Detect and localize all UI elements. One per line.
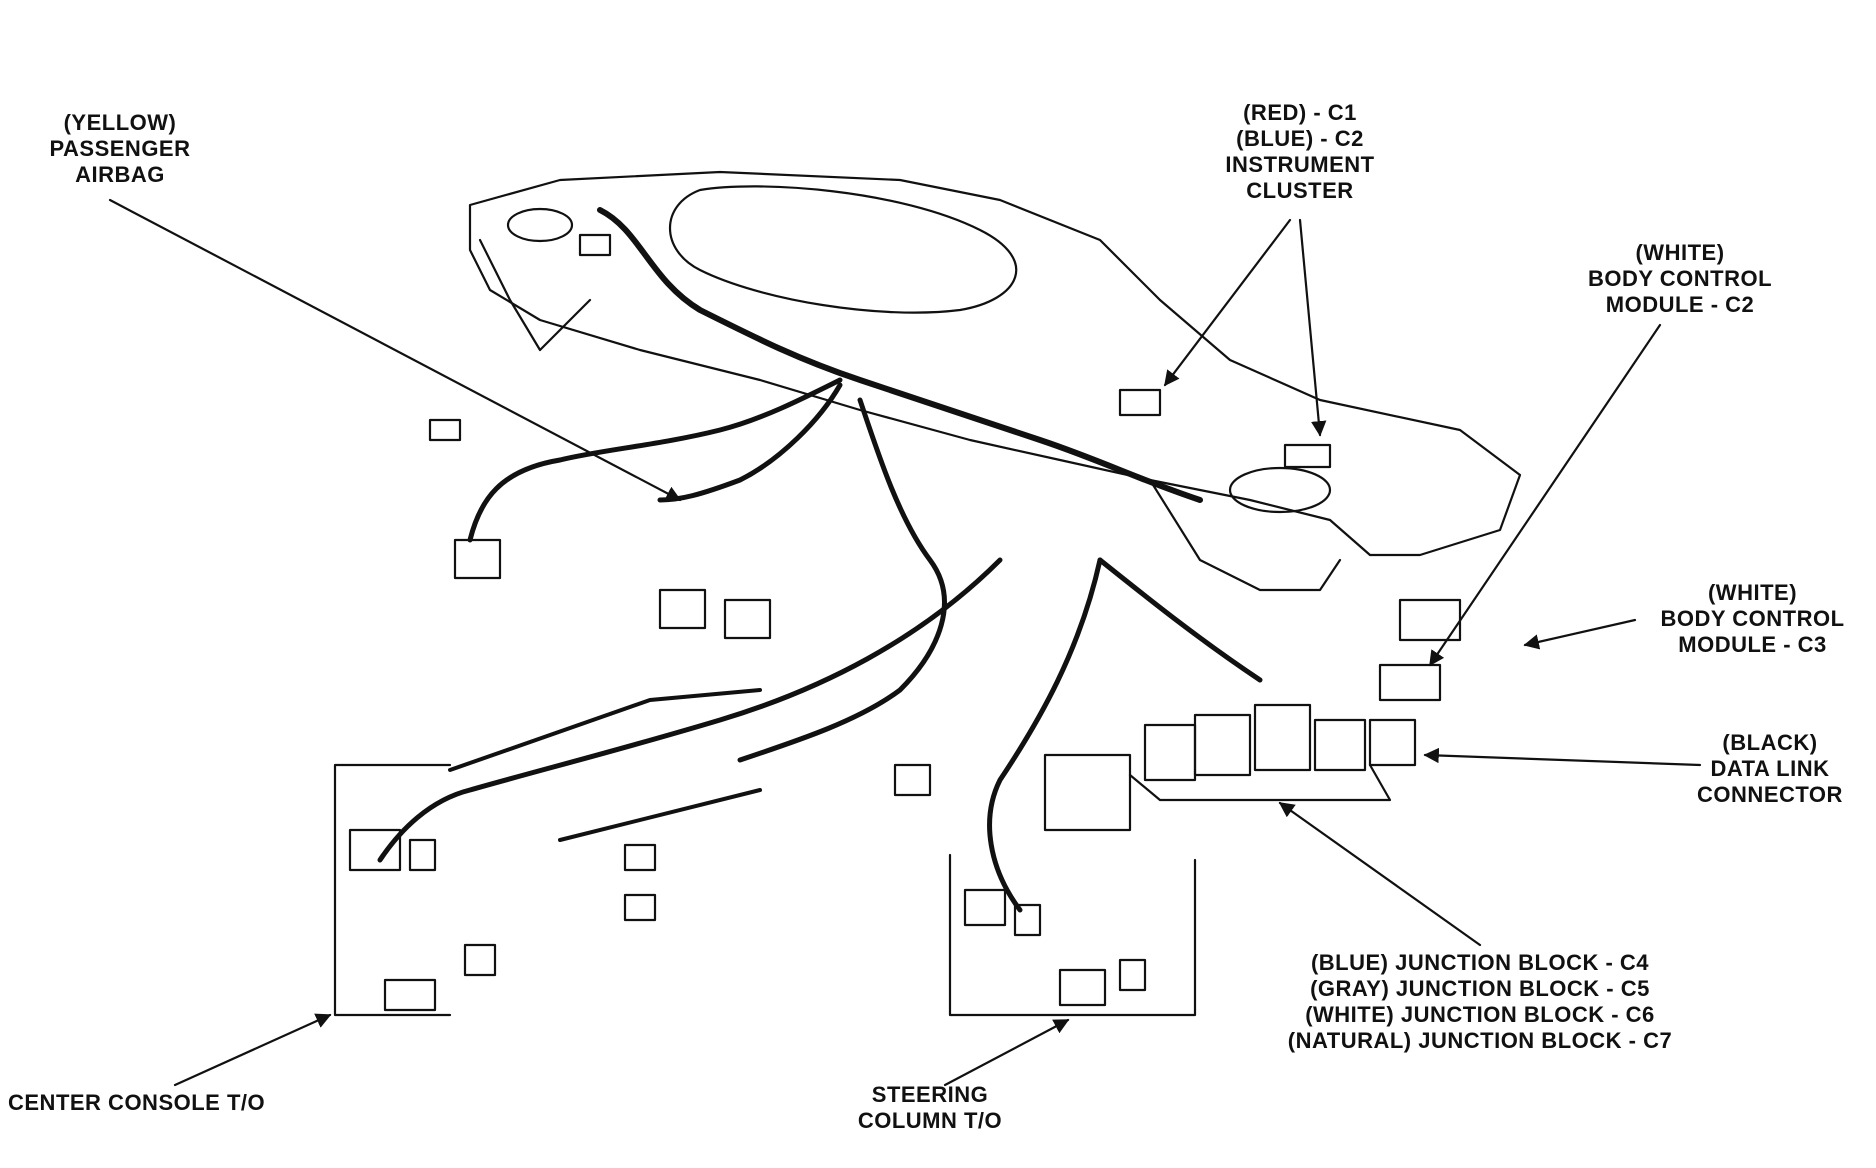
connector-block <box>623 843 657 872</box>
label-line: CONNECTOR <box>1697 782 1843 807</box>
label-steering-column: STEERING COLUMN T/O <box>830 1082 1030 1134</box>
connector-block <box>1283 443 1332 469</box>
connector-block <box>658 588 707 630</box>
gauge-opening <box>506 207 574 243</box>
label-line: BODY CONTROL <box>1587 266 1773 291</box>
leader-center-console <box>173 1013 332 1087</box>
steering-column-bracket <box>948 853 1197 1017</box>
connector-block <box>463 943 497 977</box>
label-line: CLUSTER <box>1246 178 1354 203</box>
label-line: (BLUE) - C2 <box>1236 126 1364 151</box>
leader-data-link <box>1423 747 1702 767</box>
label-line: (WHITE) <box>1707 580 1798 605</box>
connector-block <box>1253 703 1312 772</box>
label-bcm-c3: (WHITE) BODY CONTROL MODULE - C3 <box>1635 580 1870 658</box>
harness-branch-center <box>737 397 947 763</box>
connector-block <box>623 893 657 922</box>
label-line: STEERING <box>871 1082 989 1107</box>
junction-block-bracket <box>1128 763 1392 802</box>
label-line: BODY CONTROL <box>1660 606 1845 631</box>
leader-bcm-c3 <box>1523 618 1637 650</box>
label-line: MODULE - C3 <box>1678 632 1827 657</box>
label-line: (YELLOW) <box>63 110 177 135</box>
label-line: (WHITE) <box>1635 240 1725 265</box>
connector-block <box>453 538 502 580</box>
label-line: INSTRUMENT <box>1225 152 1375 177</box>
harness-branch-console <box>377 557 1003 863</box>
connector-block <box>1378 663 1442 702</box>
connector-block <box>1043 753 1132 832</box>
harness-branch-airbag <box>657 382 843 503</box>
label-line: MODULE - C2 <box>1605 292 1755 317</box>
label-line: (NATURAL) JUNCTION BLOCK - C7 <box>1287 1028 1673 1053</box>
label-line: PASSENGER <box>49 136 191 161</box>
instrument-panel-outline <box>468 170 1522 557</box>
main-harness-trunk <box>597 207 1203 503</box>
label-line: (BLUE) JUNCTION BLOCK - C4 <box>1310 950 1650 975</box>
connector-block <box>1013 903 1042 937</box>
label-data-link-connector: (BLACK) DATA LINK CONNECTOR <box>1675 730 1865 808</box>
label-line: (BLACK) <box>1722 730 1818 755</box>
harness-branch-steering <box>987 557 1103 913</box>
label-line: (GRAY) JUNCTION BLOCK - C5 <box>1310 976 1650 1001</box>
leader-junction-block <box>1278 801 1482 947</box>
lower-rail <box>448 688 762 842</box>
panel-face <box>478 238 1342 592</box>
label-center-console: CENTER CONSOLE T/O <box>8 1090 265 1116</box>
connector-block <box>383 978 437 1012</box>
center-console-bracket <box>333 763 452 1017</box>
connector-block <box>893 763 932 797</box>
connector-block <box>1193 713 1252 777</box>
harness-branch-left <box>467 377 843 543</box>
label-line: (WHITE) JUNCTION BLOCK - C6 <box>1305 1002 1655 1027</box>
leader-passenger-airbag <box>108 198 682 502</box>
panel-top-surface <box>668 185 1018 314</box>
connector-block <box>408 838 437 872</box>
connector-block <box>578 233 612 257</box>
label-passenger-airbag: (YELLOW) PASSENGER AIRBAG <box>25 110 215 188</box>
connector-block <box>1143 723 1197 782</box>
leader-steering-column <box>943 1018 1070 1087</box>
connector-block <box>1118 388 1162 417</box>
connector-block <box>963 888 1007 927</box>
label-line: DATA LINK <box>1710 756 1830 781</box>
leader-bcm-c2 <box>1428 323 1662 667</box>
harness-branch-junction <box>1097 557 1263 683</box>
label-line: (RED) - C1 <box>1243 100 1357 125</box>
connector-block <box>428 418 462 442</box>
vent-opening <box>1228 466 1332 514</box>
label-junction-block: (BLUE) JUNCTION BLOCK - C4 (GRAY) JUNCTI… <box>1220 950 1740 1054</box>
label-line: AIRBAG <box>75 162 165 187</box>
connector-block <box>1118 958 1147 992</box>
connector-block <box>1368 718 1417 767</box>
connector-block <box>1058 968 1107 1007</box>
connector-block <box>1313 718 1367 772</box>
label-instrument-cluster: (RED) - C1 (BLUE) - C2 INSTRUMENT CLUSTE… <box>1180 100 1420 204</box>
leader-cluster-c1 <box>1163 218 1292 387</box>
leader-cluster-c2 <box>1298 218 1327 437</box>
connector-block <box>348 828 402 872</box>
label-bcm-c2: (WHITE) BODY CONTROL MODULE - C2 <box>1555 240 1805 318</box>
label-line: COLUMN T/O <box>857 1108 1003 1133</box>
label-line: CENTER CONSOLE T/O <box>8 1090 266 1115</box>
connector-block <box>723 598 772 640</box>
